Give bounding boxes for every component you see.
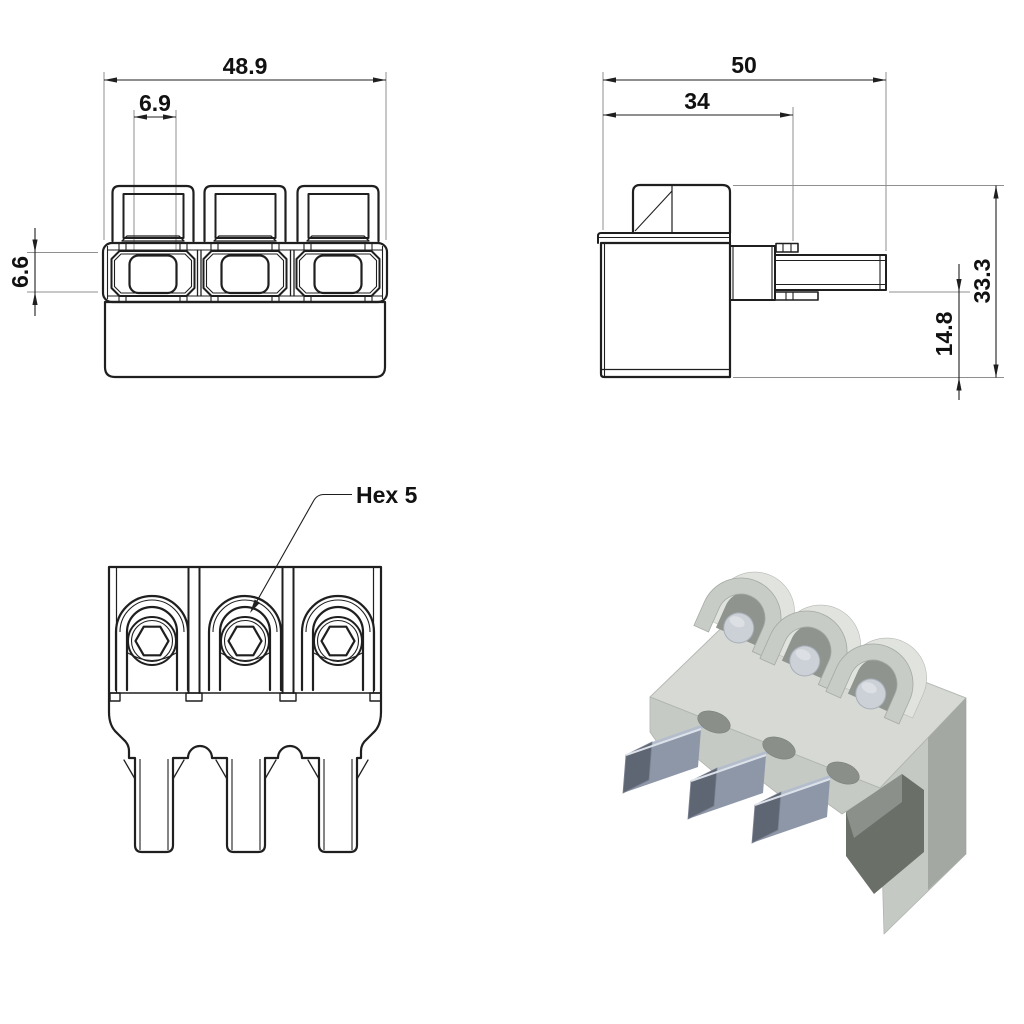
dim-side-pin-height-label: 14.8 [931,311,957,356]
dim-side-body-depth-label: 34 [684,88,710,114]
dim-front-overall-width: 48.9 [104,53,386,83]
isometric-view [622,571,967,935]
side-clamp-housing [729,242,819,301]
iso-clamp-1 [693,571,795,659]
iso-body-recess-step [846,774,902,838]
side-raised-block [631,183,732,235]
dim-side-pin-height: 14.8 [931,264,962,400]
side-extension-lines [602,72,1004,378]
side-solder-pin [774,254,887,291]
front-body [103,300,387,379]
side-body [599,241,732,379]
bottom-view: Hex 5 [107,482,418,854]
dim-front-clamp-opening-height-label: 6.6 [7,256,33,288]
front-clamp-band [101,241,389,304]
dim-side-overall-height: 33.3 [969,185,999,378]
bottom-shelf [108,692,382,702]
dim-front-clamp-opening-width: 6.9 [134,90,176,120]
bottom-pin-details [123,759,369,850]
bottom-clamp-pole-2 [207,594,283,692]
dim-front-clamp-opening-height: 6.6 [7,228,38,316]
callout-hex-socket: Hex 5 [250,482,418,613]
bottom-divider-walls [115,566,375,694]
dim-side-overall-depth-label: 50 [731,52,757,78]
side-view: 50 34 33.3 14.8 [597,52,1004,400]
callout-hex-socket-label: Hex 5 [356,482,418,508]
front-upper-clamps [111,184,380,243]
iso-body-right-shade [928,698,966,890]
front-band-ticks [118,243,373,302]
bottom-clamp-pole-1 [114,594,190,692]
side-top-flange [597,232,731,244]
dim-side-overall-depth: 50 [603,52,886,83]
iso-pin-notches [697,710,860,785]
front-view: 48.9 6.9 6.6 [7,53,389,379]
iso-clamp-3 [825,637,927,725]
iso-clamp-2 [759,604,861,692]
bottom-body-outline [107,565,383,854]
dim-front-overall-width-label: 48.9 [223,53,268,79]
dim-front-clamp-opening-width-label: 6.9 [139,90,171,116]
bottom-clamp-pole-3 [300,594,376,692]
front-extension-lines [27,72,387,293]
dim-side-overall-height-label: 33.3 [969,259,995,304]
dim-side-body-depth: 34 [603,88,793,118]
